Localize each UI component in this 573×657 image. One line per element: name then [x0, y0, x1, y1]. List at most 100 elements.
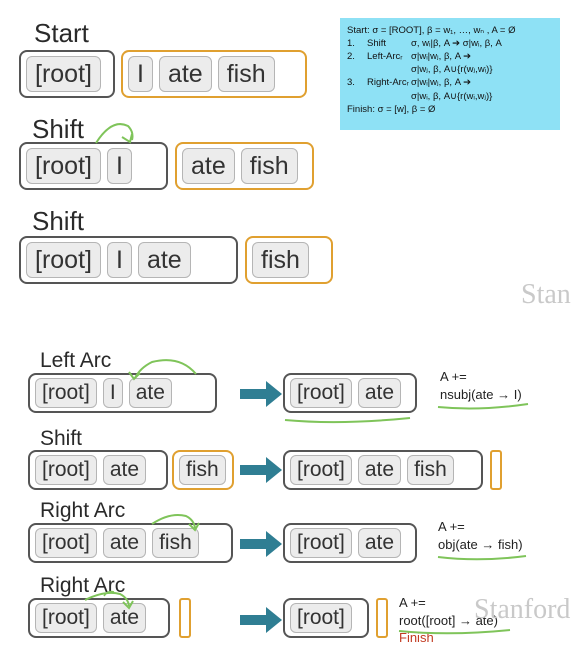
rule-transition: σ|wᵢ|wⱼ, β, A ➔: [411, 77, 472, 89]
legend-rule-right-arc-result: σ|wᵢ, β, A∪{r(wᵢ,wⱼ)}: [347, 90, 553, 103]
empty-buffer: [376, 598, 388, 638]
transition-rules-legend: Start: σ = [ROOT], β = w₁, …, wₙ , A = Ø…: [340, 18, 560, 130]
dependency-arc-sketch: [134, 359, 197, 379]
dependency-arc-sketch: [151, 514, 196, 529]
legend-start: Start: σ = [ROOT], β = w₁, …, wₙ , A = Ø: [347, 25, 516, 36]
step-title-shift: Shift: [32, 206, 85, 236]
dependency-arc-sketch: [121, 133, 133, 144]
transition-arrow-icon: [240, 607, 282, 633]
step-title-right-arc: Right Arc: [40, 499, 126, 522]
token: ate: [137, 242, 191, 278]
arc-label: root([root] → ate): [399, 612, 498, 628]
token: [root]: [290, 378, 352, 408]
dependency-arc-sketch: [122, 600, 134, 610]
step-title-shift: Shift: [40, 427, 83, 450]
rule-transition: σ|wᵢ|wⱼ, β, A ➔: [411, 51, 472, 63]
result-stack-box: [root] ate: [283, 373, 417, 413]
token: [root]: [35, 528, 97, 558]
watermark-text: Stanford: [474, 594, 571, 625]
result-stack-box: [root] ate fish: [283, 450, 483, 490]
token: fish: [240, 148, 298, 184]
token: ate: [102, 528, 147, 558]
rule-number: 2.: [347, 51, 355, 63]
token: I: [102, 378, 123, 408]
arc-label: obj(ate → fish): [438, 536, 523, 552]
rule-name: Right-Arcᵣ: [367, 77, 409, 89]
rule-number: 3.: [347, 77, 355, 89]
token: [root]: [290, 455, 352, 485]
legend-rule-right-arc: 3. Right-Arcᵣ σ|wᵢ|wⱼ, β, A ➔: [347, 76, 553, 89]
legend-rule-shift: 1. Shift σ, wᵢ|β, A ➔ σ|wᵢ, β, A: [347, 37, 553, 50]
token: fish: [217, 56, 275, 92]
token: [root]: [35, 603, 97, 633]
rule-number: 1.: [347, 38, 355, 50]
token: ate: [102, 603, 147, 633]
stack-box: [root] I ate: [19, 236, 238, 284]
token: fish: [152, 528, 199, 558]
arc-annotation: A += root([root] → ate) Finish: [399, 594, 498, 647]
token: fish: [179, 455, 226, 485]
token: ate: [357, 455, 402, 485]
rule-result: σ|wᵢ, β, A∪{r(wᵢ,wⱼ)}: [411, 90, 493, 102]
stack-box: [root] I ate: [28, 373, 217, 413]
token: [root]: [26, 148, 101, 184]
token: I: [106, 242, 132, 278]
rule-name: Left-Arcᵣ: [367, 51, 403, 63]
step-title-shift: Shift: [32, 114, 85, 144]
transition-arrow-icon: [240, 531, 282, 557]
rule-result: σ|wⱼ, β, A∪{r(wⱼ,wᵢ)}: [411, 64, 493, 76]
result-stack-box: [root]: [283, 598, 369, 638]
stack-box: [root] ate: [28, 450, 168, 490]
stack-box: [root]: [19, 50, 115, 98]
buffer-box: ate fish: [175, 142, 314, 190]
finish-label: Finish: [399, 630, 434, 646]
highlight-underline: [437, 555, 527, 561]
dependency-arc-sketch: [84, 591, 130, 607]
buffer-box: fish: [172, 450, 234, 490]
token: ate: [357, 378, 402, 408]
token: ate: [102, 455, 147, 485]
highlight-underline: [284, 417, 411, 424]
token: ate: [128, 378, 172, 408]
rule-transition: σ, wᵢ|β, A ➔ σ|wᵢ, β, A: [411, 38, 502, 50]
token: I: [128, 56, 153, 92]
transition-arrow-icon: [240, 457, 282, 483]
highlight-underline: [398, 629, 511, 635]
empty-buffer: [179, 598, 191, 638]
buffer-box: I ate fish: [121, 50, 307, 98]
token: [root]: [35, 455, 97, 485]
watermark-text: Stan: [521, 279, 571, 310]
arc-set-label: A +=: [399, 595, 426, 610]
arc-annotation: A += obj(ate → fish): [438, 518, 523, 553]
token: I: [106, 148, 132, 184]
token: ate: [182, 148, 235, 184]
step-title-right-arc: Right Arc: [40, 574, 126, 597]
arc-annotation: A += nsubj(ate → I): [440, 368, 522, 403]
step-title-start: Start: [34, 18, 89, 48]
stack-box: [root] I: [19, 142, 168, 190]
token: ate: [357, 528, 402, 558]
token: [root]: [26, 56, 101, 92]
stack-box: [root] ate: [28, 598, 170, 638]
dependency-arc-sketch: [103, 590, 115, 597]
step-title-left-arc: Left Arc: [40, 349, 112, 372]
token: [root]: [35, 378, 97, 408]
legend-rule-left-arc: 2. Left-Arcᵣ σ|wᵢ|wⱼ, β, A ➔: [347, 50, 553, 63]
legend-rule-left-arc-result: σ|wⱼ, β, A∪{r(wⱼ,wᵢ)}: [347, 63, 553, 76]
token: [root]: [26, 242, 101, 278]
dependency-arc-sketch: [128, 371, 141, 381]
legend-finish: Finish: σ = [w], β = Ø: [347, 103, 436, 115]
rule-name: Shift: [367, 38, 387, 50]
token: [root]: [290, 528, 352, 558]
token: [root]: [290, 603, 352, 633]
transition-arrow-icon: [240, 381, 282, 407]
dependency-arc-sketch: [188, 522, 200, 532]
highlight-underline: [437, 403, 529, 410]
result-stack-box: [root] ate: [283, 523, 417, 563]
token: fish: [252, 242, 309, 278]
arc-label: nsubj(ate → I): [440, 386, 522, 402]
token: ate: [158, 56, 212, 92]
arc-set-label: A +=: [440, 369, 467, 384]
arc-set-label: A +=: [438, 519, 465, 534]
